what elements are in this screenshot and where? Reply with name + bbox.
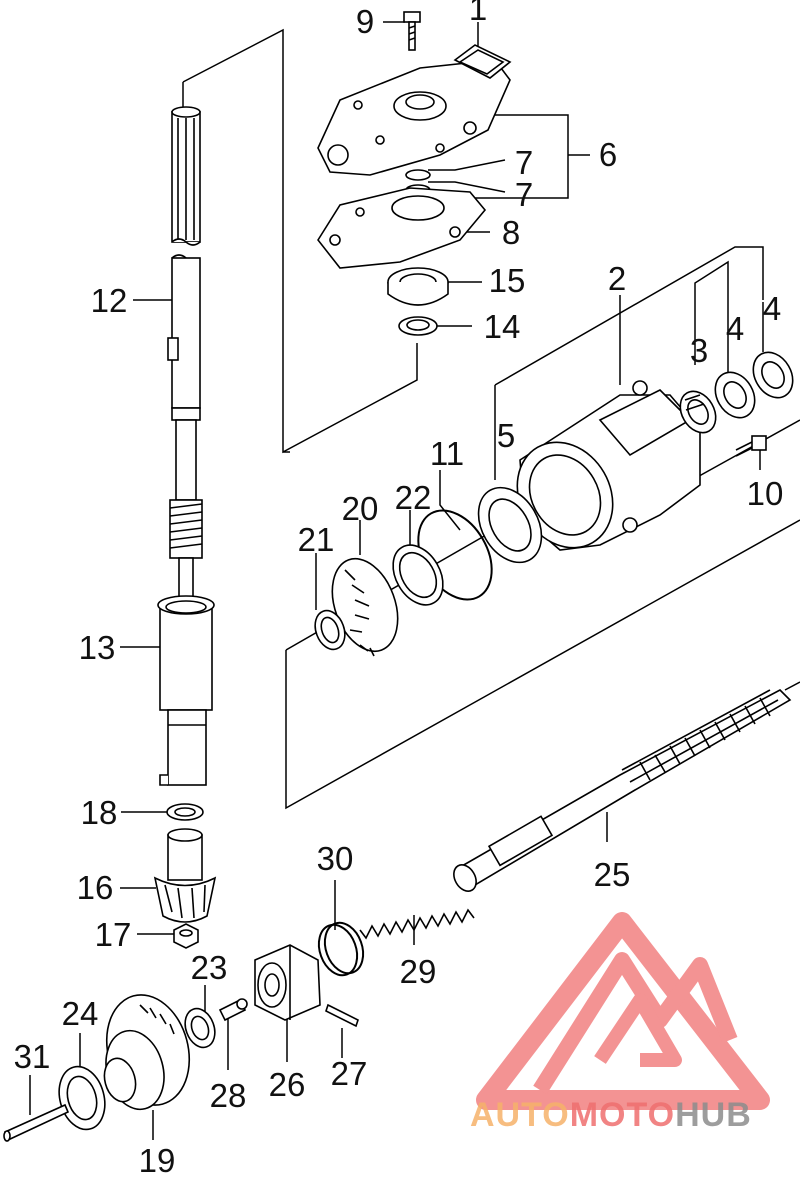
- callout-16: 16: [77, 869, 114, 906]
- propeller-shaft-housing: [516, 380, 701, 551]
- callout-21: 21: [298, 521, 335, 558]
- callout-4a: 4: [726, 310, 744, 347]
- pinion-gear: [153, 828, 217, 923]
- forward-gear-shim: [184, 1007, 216, 1049]
- automotohub-logo: [476, 912, 770, 1110]
- rubber-seal: [453, 44, 512, 79]
- callout-4b: 4: [763, 290, 781, 327]
- callout-17: 17: [95, 916, 132, 953]
- callout-8: 8: [502, 214, 520, 251]
- callout-22: 22: [395, 479, 432, 516]
- callout-11: 11: [430, 435, 464, 472]
- callout-23: 23: [191, 949, 228, 986]
- drive-shaft: [167, 106, 203, 604]
- callout-2: 2: [608, 260, 626, 297]
- callout-24: 24: [62, 995, 99, 1032]
- needle-bearing: [679, 390, 717, 434]
- leader-lines: [29, 21, 764, 1140]
- gear-shim: [392, 544, 444, 606]
- callout-26: 26: [269, 1066, 306, 1103]
- callout-9: 9: [356, 3, 374, 40]
- push-rod: [3, 1103, 70, 1142]
- large-shim: [58, 1065, 106, 1131]
- callout-20: 20: [342, 490, 379, 527]
- callout-31: 31: [14, 1038, 51, 1075]
- shaft-spring: [169, 499, 203, 559]
- callout-12: 12: [91, 282, 128, 319]
- shaft-sleeve: [157, 595, 215, 786]
- housing-ball-bearing: [477, 486, 543, 564]
- callout-labels: 1 2 3 4 4 5 6 7 7 8 9 10 11 12 13 14 15 …: [14, 0, 784, 1179]
- callout-30: 30: [317, 840, 354, 877]
- callout-5: 5: [497, 417, 515, 454]
- pinion-nut: [173, 923, 199, 949]
- callout-1: 1: [469, 0, 487, 27]
- wordmark-auto: AUTO: [470, 1096, 570, 1134]
- cross-pin: [325, 1003, 359, 1028]
- group-outline-lines: [182, 28, 800, 810]
- pump-case-cover: [317, 59, 511, 176]
- callout-13: 13: [79, 629, 116, 666]
- callout-10: 10: [747, 475, 784, 512]
- bolt-top: [403, 11, 421, 51]
- thrust-washer: [398, 316, 438, 336]
- propeller-shaft: [453, 689, 792, 892]
- dog-clutch: [254, 944, 321, 1021]
- callout-7b: 7: [515, 176, 533, 213]
- shim-washer: [166, 803, 204, 821]
- callout-29: 29: [400, 953, 437, 990]
- return-spring: [359, 908, 475, 940]
- callout-27: 27: [331, 1055, 368, 1092]
- callout-15: 15: [489, 262, 526, 299]
- callout-14: 14: [484, 308, 521, 345]
- housing-bolt: [735, 435, 767, 457]
- callout-6: 6: [599, 136, 617, 173]
- automotohub-wordmark: AUTOMOTOHUB: [470, 1096, 752, 1134]
- callout-19: 19: [139, 1142, 176, 1177]
- gasket: [317, 187, 487, 269]
- reverse-bevel-gear: [331, 557, 399, 657]
- callout-28: 28: [210, 1077, 247, 1114]
- forward-bevel-gear: [103, 994, 191, 1111]
- wordmark-moto: MOTO: [570, 1096, 675, 1134]
- ball-bearing: [387, 267, 449, 306]
- callout-7a: 7: [515, 144, 533, 181]
- shift-plunger: [218, 998, 248, 1022]
- callout-18: 18: [81, 794, 118, 831]
- wordmark-hub: HUB: [675, 1096, 752, 1134]
- callout-25: 25: [594, 856, 631, 893]
- small-shim: [314, 609, 346, 651]
- oil-seals: [714, 351, 794, 419]
- spring-clip: [317, 921, 365, 977]
- callout-3: 3: [690, 332, 708, 369]
- svg-text:AUTOMOTOHUB: AUTOMOTOHUB: [470, 1096, 752, 1134]
